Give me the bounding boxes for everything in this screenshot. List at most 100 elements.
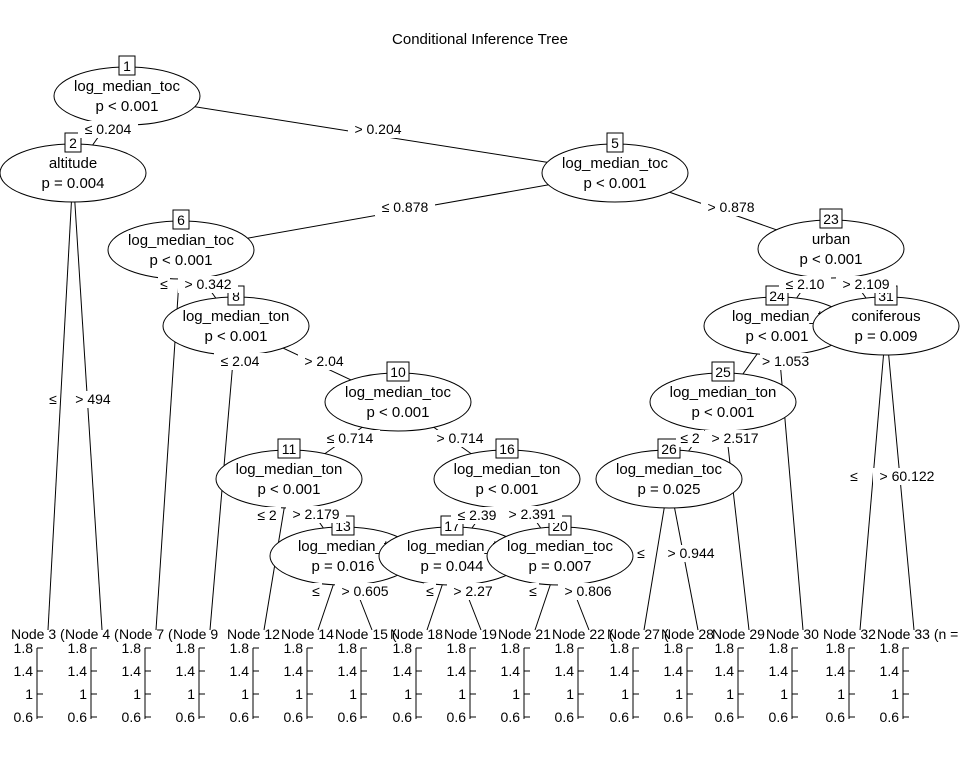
terminal-tick-label: 1.8 (715, 640, 735, 656)
split-label-text: > 0.204 (354, 121, 401, 137)
inner-node-id-box (277, 438, 301, 459)
split-label-bg (335, 583, 395, 600)
terminal-tick-label: 1 (404, 686, 412, 702)
split-label-text: > 0.878 (707, 199, 754, 215)
terminal-tick-label: 0.6 (447, 709, 467, 725)
terminal-tick-label: 1 (458, 686, 466, 702)
split-label-bg (779, 276, 831, 293)
split-label-bg (253, 507, 281, 524)
terminal-node-label: Node 19 (444, 626, 497, 642)
terminal-tick-label: 0.6 (338, 709, 358, 725)
split-label: > 0.204 (348, 121, 408, 138)
split-label-text: ≤ (426, 583, 434, 599)
inner-node-pvalue: p < 0.001 (476, 481, 539, 498)
inner-node-id: 23 (823, 211, 839, 227)
split-label-bg (760, 353, 820, 370)
terminal-tick-label: 1 (25, 686, 33, 702)
terminal-tick-label: 1.8 (610, 640, 630, 656)
inner-node-pvalue: p < 0.001 (800, 251, 863, 268)
terminal-node: Node 4 (1.81.410.6 (65, 626, 119, 725)
split-label-text: > 0.342 (184, 276, 231, 292)
terminal-node: Node 321.81.410.6 (823, 626, 876, 725)
inner-node-variable: log_median_ton (183, 308, 290, 325)
inner-node-pvalue: p < 0.001 (205, 328, 268, 345)
terminal-node: Node 121.81.410.6 (227, 626, 280, 725)
split-label-text: > 1.053 (762, 353, 809, 369)
inner-node-id-box (172, 209, 190, 230)
split-label: ≤ (527, 583, 539, 600)
split-label-bg (451, 507, 503, 524)
inner-node-ellipse (215, 449, 363, 509)
terminal-tick-label: 0.6 (826, 709, 846, 725)
split-label-bg (873, 468, 941, 485)
split-label-text: ≤ 0.878 (382, 199, 429, 215)
inner-node-ellipse (433, 449, 581, 509)
inner-node-id: 2 (69, 135, 77, 151)
terminal-tick-label: 1.4 (68, 663, 88, 679)
split-label-bg (47, 391, 59, 408)
inner-node-pvalue: p = 0.044 (421, 558, 484, 575)
terminal-node-label: Node 7 ( (119, 626, 173, 642)
terminal-node: Node 22 (1.81.410.6 (552, 626, 614, 725)
split-label-bg (78, 121, 138, 138)
terminal-tick-label: 1 (726, 686, 734, 702)
terminal-tick-label: 1.8 (284, 640, 304, 656)
terminal-tick-label: 1 (837, 686, 845, 702)
split-label-text: ≤ (49, 391, 57, 407)
inner-node-variable: altitude (49, 155, 97, 172)
terminal-tick-label: 1.8 (68, 640, 88, 656)
terminal-tick-label: 1.8 (447, 640, 467, 656)
terminal-node: Node 15 (1.81.410.6 (335, 626, 397, 725)
split-label-bg (447, 583, 499, 600)
split-label: ≤ 0.204 (78, 121, 138, 138)
terminal-node-label: Node 32 (823, 626, 876, 642)
inner-node-variable: urban (812, 231, 850, 248)
inner-node-pvalue: p = 0.025 (638, 481, 701, 498)
terminal-tick-label: 0.6 (14, 709, 34, 725)
split-label-bg (558, 583, 618, 600)
split-label: ≤ 2.10 (779, 276, 831, 293)
inner-node-id-box (657, 438, 681, 459)
terminal-tick-label: 0.6 (230, 709, 250, 725)
terminal-node-label: Node 21 (498, 626, 551, 642)
terminal-tick-label: 1 (512, 686, 520, 702)
inner-node-pvalue: p < 0.001 (367, 404, 430, 421)
terminal-tick-label: 0.6 (880, 709, 900, 725)
inner-node-pvalue: p < 0.001 (150, 252, 213, 269)
inner-node-pvalue: p = 0.009 (855, 328, 918, 345)
split-label: > 0.806 (558, 583, 618, 600)
terminal-tick-label: 1.8 (122, 640, 142, 656)
inner-node-id-box (64, 132, 82, 153)
split-label-text: > 2.517 (711, 430, 758, 446)
terminal-node-label: Node 9 (173, 626, 218, 642)
split-label-bg (158, 276, 170, 293)
inner-node-ellipse (53, 66, 201, 126)
inner-node-ellipse (541, 143, 689, 203)
split-label: > 2.179 (286, 506, 346, 523)
inner-node-variable: log_median_ton (670, 384, 777, 401)
inner-node-ellipse (649, 372, 797, 432)
inner-node-id: 11 (282, 441, 297, 457)
inner-node-id: 25 (715, 364, 731, 380)
split-label: > 60.122 (873, 468, 941, 485)
terminal-node: Node 211.81.410.6 (498, 626, 551, 725)
terminal-tick-label: 1.4 (769, 663, 789, 679)
split-label-text: > 0.714 (436, 430, 483, 446)
terminal-tick-label: 0.6 (715, 709, 735, 725)
split-label-text: ≤ 2.10 (786, 276, 825, 292)
terminal-node-label: Node 27 ( (607, 626, 669, 642)
split-label: ≤ 2.04 (214, 353, 266, 370)
inner-node-variable: log_median_toc (616, 461, 722, 478)
terminal-node: Node 181.81.410.6 (390, 626, 443, 725)
split-label: > 0.944 (661, 545, 721, 562)
inner-node-id: 10 (390, 364, 406, 380)
terminal-node-label: Node 29 (712, 626, 765, 642)
split-label: > 2.04 (298, 353, 350, 370)
inner-node-pvalue: p < 0.001 (96, 98, 159, 115)
